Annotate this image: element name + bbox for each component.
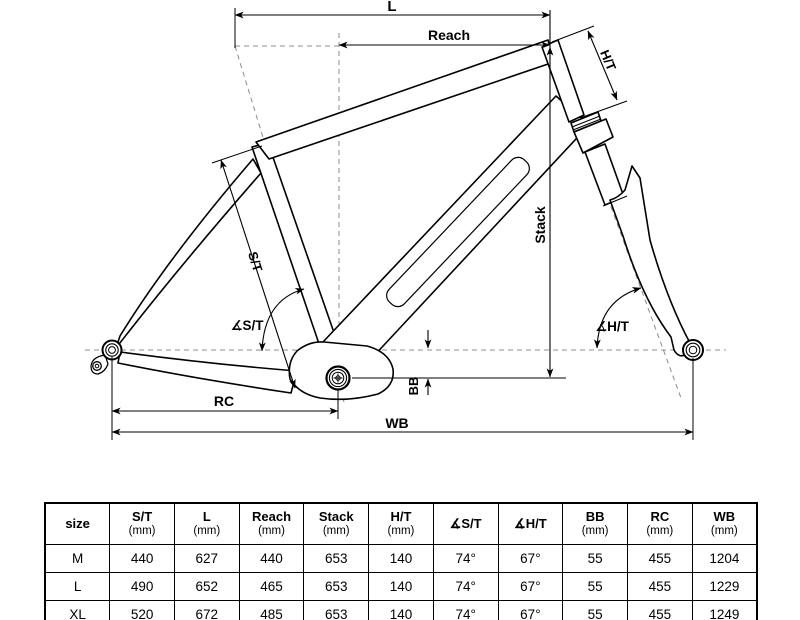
column-header-rc: RC(mm) <box>626 502 693 545</box>
frame-drawing: L Reach H/T Stack S/T ∡S/T ∡H/T BB RC WB <box>85 0 726 440</box>
table-cell: 653 <box>303 544 370 573</box>
table-cell: 1204 <box>691 544 758 573</box>
fork-crown <box>573 118 614 154</box>
table-cell: 455 <box>626 572 693 601</box>
column-header-bb: BB(mm) <box>562 502 628 545</box>
table-cell: 140 <box>368 600 434 620</box>
table-cell: 140 <box>368 572 434 601</box>
size-cell: M <box>44 544 111 573</box>
table-cell: 55 <box>562 572 628 601</box>
table-cell: 627 <box>173 544 240 573</box>
column-header-reach: Reach(mm) <box>238 502 305 545</box>
table-row-l: L 490 652 465 653 140 74° 67° 55 455 122… <box>44 572 758 601</box>
column-header-angle-st: ∡S/T <box>432 502 499 545</box>
table-row-xl: XL 520 672 485 653 140 74° 67° 55 455 12… <box>44 600 758 620</box>
label-angle-st: ∡S/T <box>230 318 264 333</box>
label-bb: BB <box>406 377 421 396</box>
label-angle-ht: ∡H/T <box>595 319 630 334</box>
table-cell: 653 <box>303 600 370 620</box>
table-cell: 440 <box>109 544 175 573</box>
table-cell: 455 <box>626 544 693 573</box>
label-stack: Stack <box>532 206 548 244</box>
size-cell: L <box>44 572 111 601</box>
table-cell: 1249 <box>691 600 758 620</box>
table-cell: 455 <box>626 600 693 620</box>
dimension-lines <box>111 8 694 440</box>
column-header-ht: H/T(mm) <box>368 502 434 545</box>
size-cell: XL <box>44 600 111 620</box>
label-ht: H/T <box>597 48 619 73</box>
bike-frame <box>90 39 704 401</box>
top-tube <box>255 39 555 160</box>
label-rc: RC <box>214 393 234 409</box>
table-cell: 67° <box>497 572 564 601</box>
table-cell: 652 <box>173 572 240 601</box>
chain-stay <box>117 351 298 394</box>
table-cell: 653 <box>303 572 370 601</box>
table-cell: 140 <box>368 544 434 573</box>
table-cell: 440 <box>238 544 305 573</box>
label-reach: Reach <box>428 27 470 43</box>
column-header-stack: Stack(mm) <box>303 502 370 545</box>
table-cell: 520 <box>109 600 175 620</box>
head-tube <box>541 39 585 123</box>
dimension-labels: L Reach H/T Stack S/T ∡S/T ∡H/T BB RC WB <box>214 0 630 431</box>
geometry-table-header: size S/T(mm) L(mm) Reach(mm) Stack(mm) H… <box>44 502 758 545</box>
table-cell: 67° <box>497 600 564 620</box>
table-cell: 67° <box>497 544 564 573</box>
table-cell: 74° <box>432 600 499 620</box>
battery-panel <box>386 156 530 308</box>
column-header-size: size <box>44 502 111 545</box>
table-cell: 490 <box>109 572 175 601</box>
table-row-m: M 440 627 440 653 140 74° 67° 55 455 120… <box>44 544 758 573</box>
label-st: S/T <box>245 250 266 274</box>
table-cell: 74° <box>432 572 499 601</box>
table-cell: 485 <box>238 600 305 620</box>
column-header-st: S/T(mm) <box>109 502 175 545</box>
table-cell: 672 <box>173 600 240 620</box>
table-cell: 55 <box>562 544 628 573</box>
frame-geometry-diagram: L Reach H/T Stack S/T ∡S/T ∡H/T BB RC WB <box>85 0 726 440</box>
table-cell: 465 <box>238 572 305 601</box>
table-cell: 74° <box>432 544 499 573</box>
column-header-angle-ht: ∡H/T <box>497 502 564 545</box>
label-l: L <box>387 0 396 15</box>
column-header-l: L(mm) <box>173 502 240 545</box>
table-cell: 55 <box>562 600 628 620</box>
column-header-wb: WB(mm) <box>691 502 758 545</box>
label-wb: WB <box>385 415 408 431</box>
table-cell: 1229 <box>691 572 758 601</box>
geometry-table: size S/T(mm) L(mm) Reach(mm) Stack(mm) H… <box>44 502 758 620</box>
